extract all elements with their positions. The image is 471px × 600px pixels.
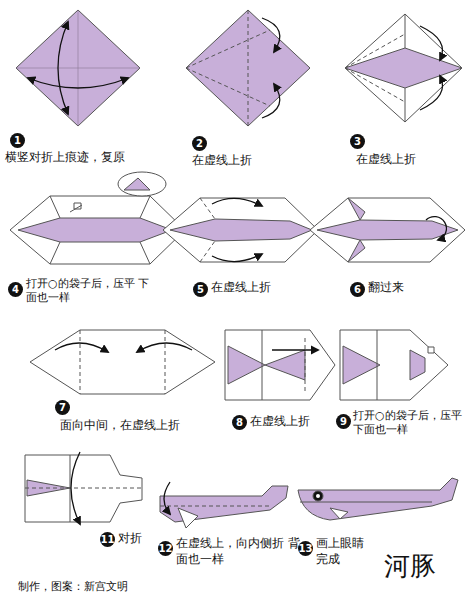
step-number: 7	[55, 400, 70, 415]
step-caption: 在虚线上折	[211, 280, 311, 296]
step-caption: 在虚线上折	[356, 152, 456, 168]
step-caption: 翻过来	[368, 280, 458, 296]
step-number: 1	[10, 133, 25, 148]
step-caption: 打开○的袋子后，压平 下面也一样	[26, 277, 150, 306]
step-caption: 在虚线上折	[250, 414, 340, 430]
step-caption: 画上眼睛 完成	[316, 536, 376, 567]
step-caption: 面向中间，在虚线上折	[60, 418, 210, 434]
step-caption: 横竖对折上痕迹，复原	[5, 150, 165, 166]
title: 河豚	[384, 552, 436, 581]
step-number: 2	[192, 136, 207, 151]
step-caption: 在虚线上折	[192, 153, 292, 169]
step-number: 8	[232, 415, 247, 430]
step-number: 9	[336, 414, 351, 429]
step-number: 11	[100, 532, 115, 547]
step-number: 12	[158, 541, 173, 556]
step-number: 13	[298, 541, 313, 556]
step-number: 5	[193, 282, 208, 297]
step-caption: 在虚线上，向内侧折 背面也一样	[176, 536, 300, 567]
step-number: 6	[350, 282, 365, 297]
step-caption: 打开○的袋子后，压平 下面也一样	[353, 409, 467, 438]
step-number: 3	[350, 134, 365, 149]
step-caption: 制作，图案：新宫文明	[18, 580, 218, 594]
step-number: 4	[8, 282, 23, 297]
